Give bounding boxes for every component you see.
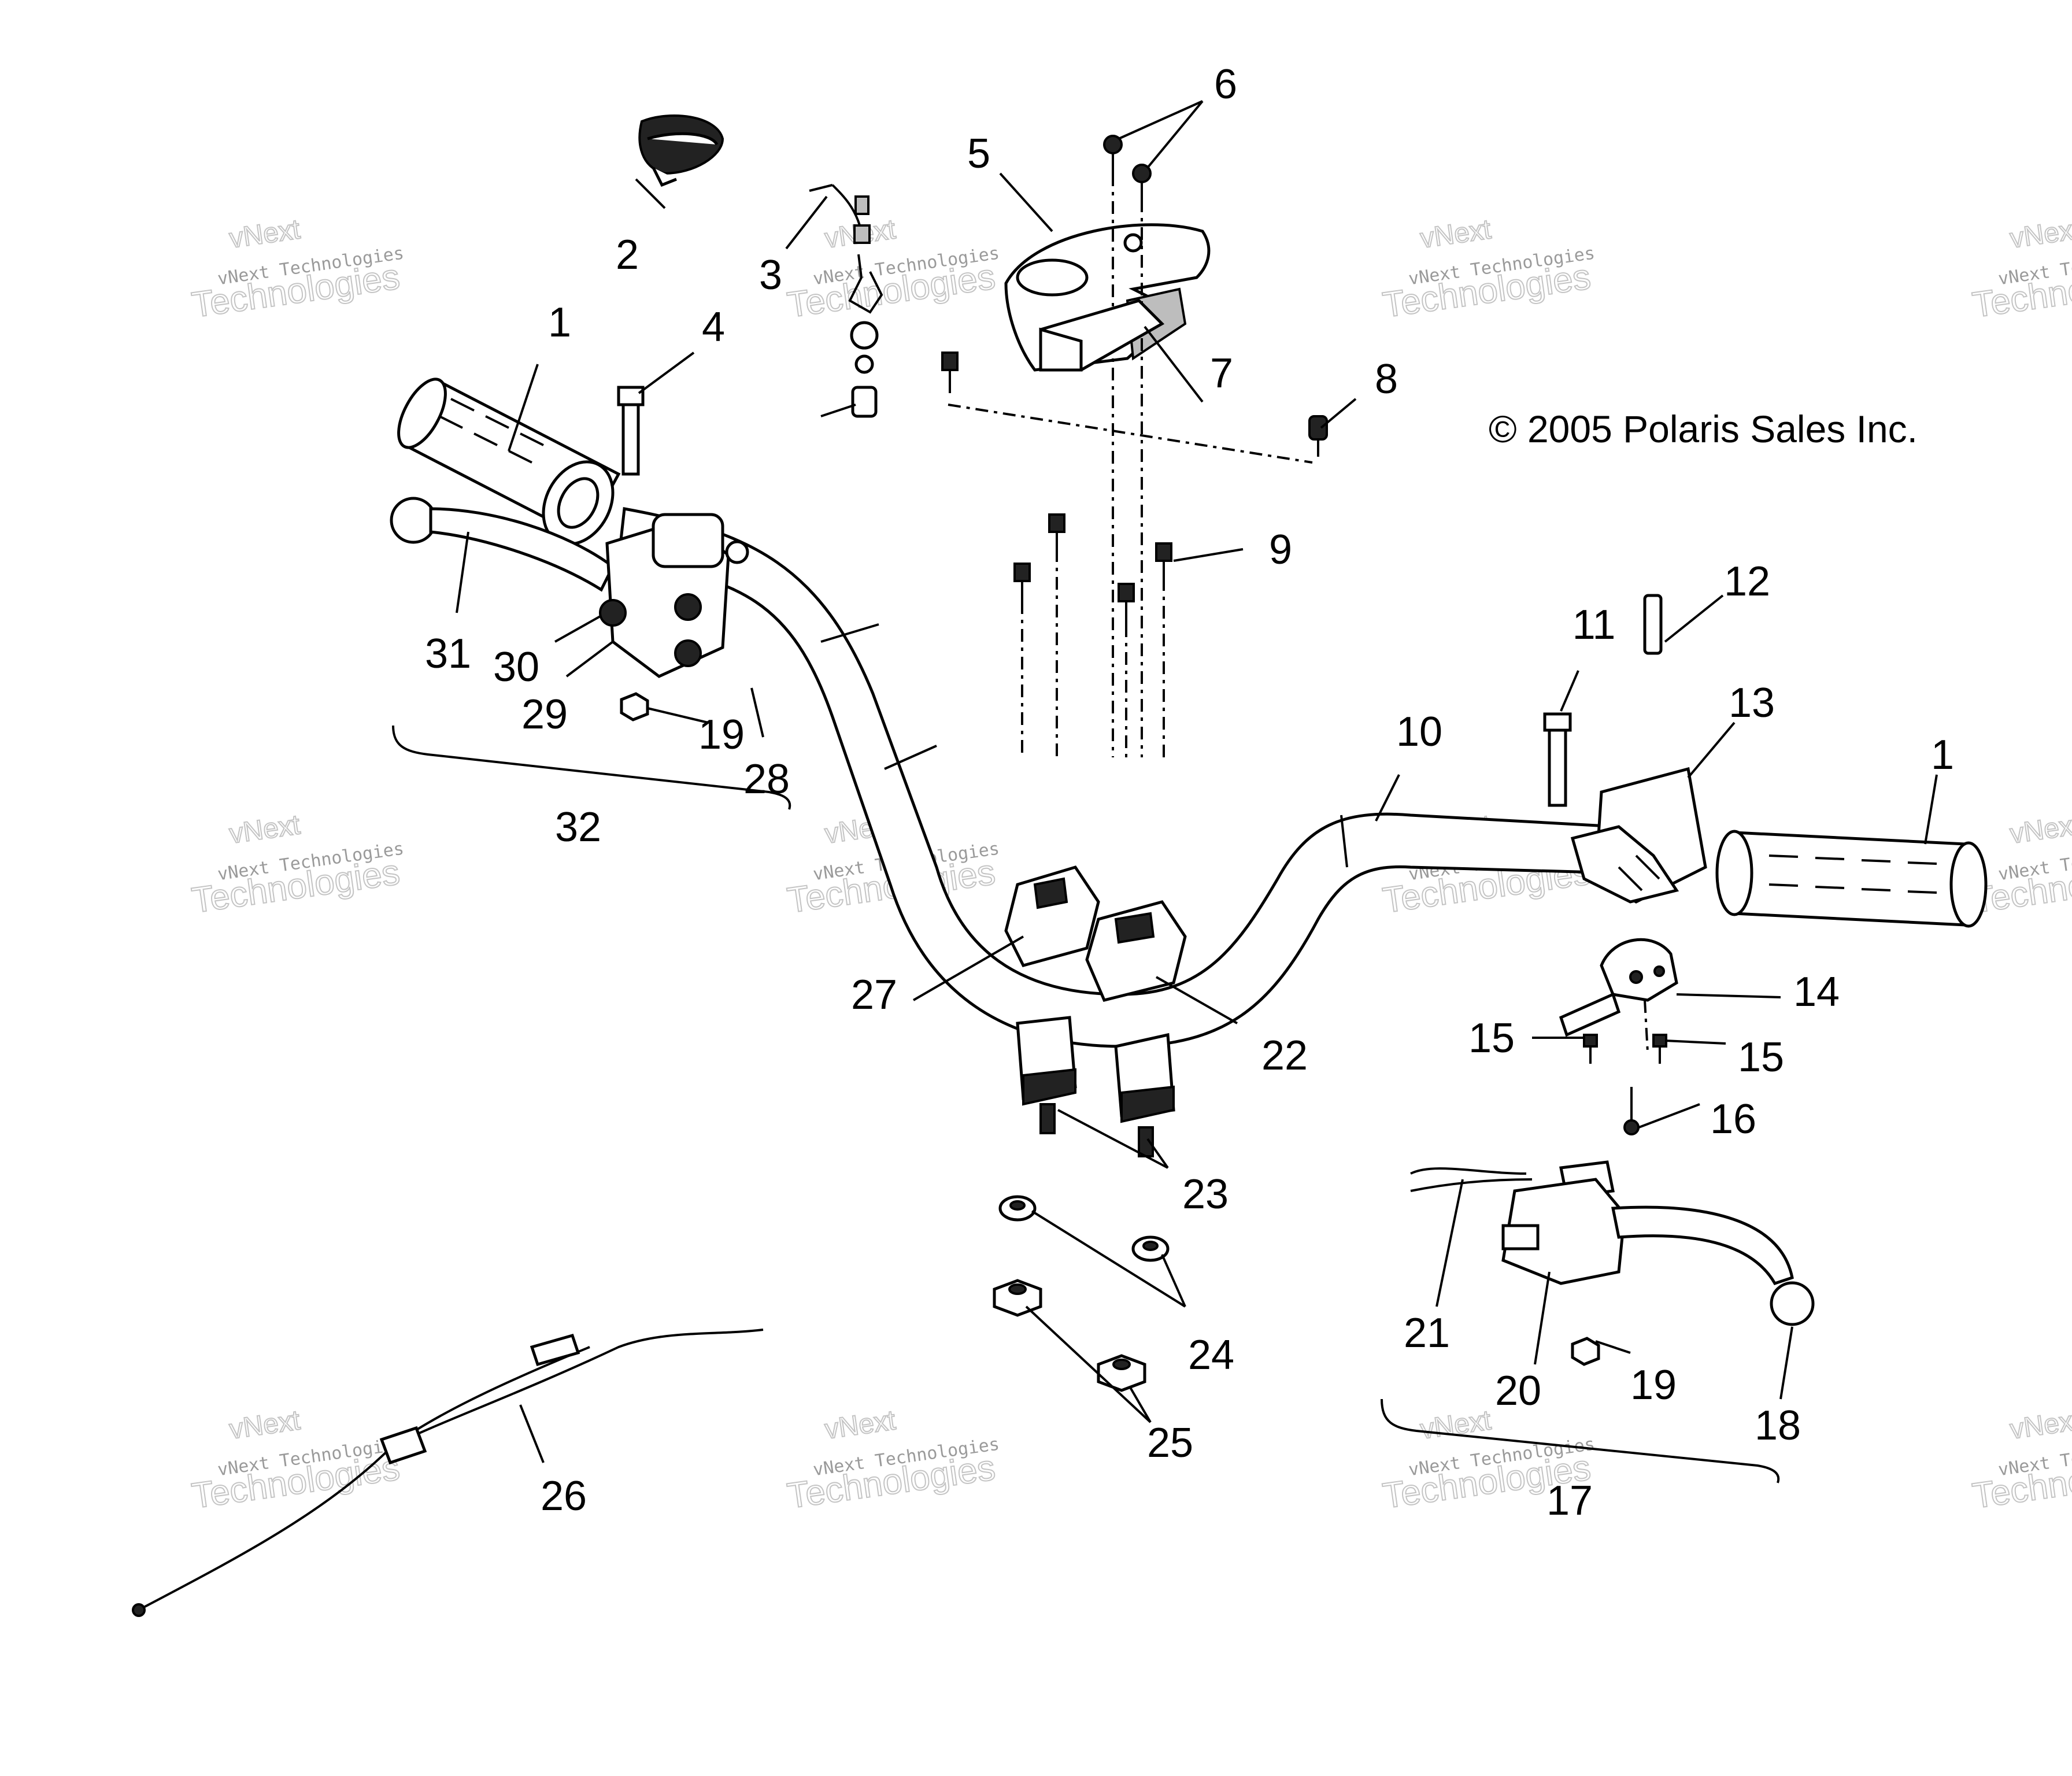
callout-4: 4 [702, 304, 725, 350]
ignition-switch [809, 184, 883, 418]
throttle-cable [132, 1329, 764, 1617]
callout-31: 31 [425, 631, 471, 677]
callout-29: 29 [521, 691, 568, 738]
callout-26: 26 [541, 1473, 587, 1519]
watermark: vNext vNext Technologies Technologies [785, 213, 1001, 326]
callout-13: 13 [1729, 680, 1775, 726]
svg-text:vNext: vNext [227, 809, 302, 850]
svg-text:vNext: vNext [823, 1405, 897, 1445]
bolt-4 [617, 386, 645, 476]
callouts: 1 2 3 4 5 6 7 8 9 10 11 12 13 1 14 15 15… [425, 61, 1954, 1524]
callout-2: 2 [616, 232, 639, 278]
mount-plate [941, 299, 1328, 464]
nut-19-left [620, 692, 649, 722]
callout-7: 7 [1210, 350, 1233, 397]
callout-27: 27 [851, 972, 897, 1018]
svg-text:vNext: vNext [2008, 809, 2072, 850]
callout-10: 10 [1396, 709, 1442, 755]
screws-9 [1013, 513, 1172, 757]
callout-1: 1 [548, 299, 571, 346]
callout-8: 8 [1375, 356, 1398, 402]
copyright-notice: © 2005 Polaris Sales Inc. [1489, 408, 1918, 450]
callout-21: 21 [1404, 1310, 1450, 1356]
watermark: vNext vNext Technologies Technologies [189, 1404, 405, 1517]
callout-23: 23 [1182, 1171, 1229, 1218]
watermark: vNext vNext Technologies Technologies [189, 809, 405, 922]
callout-15a: 15 [1468, 1015, 1515, 1061]
callout-19b: 19 [1630, 1362, 1677, 1408]
callout-3: 3 [759, 252, 782, 298]
svg-text:vNext: vNext [227, 214, 302, 254]
callout-9: 9 [1269, 527, 1292, 573]
nut-19-right [1571, 1337, 1600, 1366]
watermark: vNext vNext Technologies Technologies [1970, 1404, 2072, 1517]
callout-19a: 19 [698, 712, 745, 758]
left-brake-assembly [390, 497, 749, 678]
callout-16: 16 [1710, 1096, 1756, 1142]
callout-24: 24 [1188, 1332, 1234, 1378]
callout-18: 18 [1755, 1403, 1801, 1449]
watermark: vNext vNext Technologies Technologies [189, 213, 405, 326]
right-grip [1715, 830, 1988, 928]
pins [1543, 594, 1663, 807]
watermark: vNext vNext Technologies Technologies [1970, 213, 2072, 326]
callout-15b: 15 [1738, 1034, 1784, 1081]
svg-text:vNext: vNext [1418, 1405, 1493, 1445]
callout-5: 5 [967, 131, 990, 177]
throttle-lever [1559, 938, 1678, 1135]
callout-32: 32 [555, 804, 601, 850]
svg-text:vNext: vNext [2008, 1405, 2072, 1445]
svg-text:vNext: vNext [227, 1405, 302, 1445]
watermark: vNext vNext Technologies Technologies [1380, 213, 1596, 326]
leader-lines [392, 100, 1938, 1483]
right-brake-assembly [1410, 1160, 1815, 1326]
key-cap [638, 114, 724, 187]
callout-11: 11 [1572, 602, 1616, 648]
callout-14: 14 [1793, 969, 1840, 1015]
svg-text:vNext: vNext [1418, 214, 1493, 254]
svg-text:vNext: vNext [2008, 214, 2072, 254]
callout-22: 22 [1261, 1033, 1308, 1079]
callout-17: 17 [1546, 1478, 1593, 1524]
screws-6 [1103, 135, 1152, 757]
clamps-and-risers [1004, 865, 1187, 1157]
washers-and-nuts [993, 1195, 1170, 1392]
throttle-housing [1570, 767, 1707, 904]
callout-6: 6 [1214, 61, 1237, 108]
callout-1b: 1 [1931, 732, 1954, 778]
callout-30: 30 [493, 644, 539, 690]
callout-12: 12 [1724, 558, 1770, 605]
watermark: vNext vNext Technologies Technologies [785, 1404, 1001, 1517]
callout-25: 25 [1147, 1420, 1193, 1466]
callout-20: 20 [1495, 1368, 1541, 1414]
callout-28: 28 [743, 756, 790, 802]
